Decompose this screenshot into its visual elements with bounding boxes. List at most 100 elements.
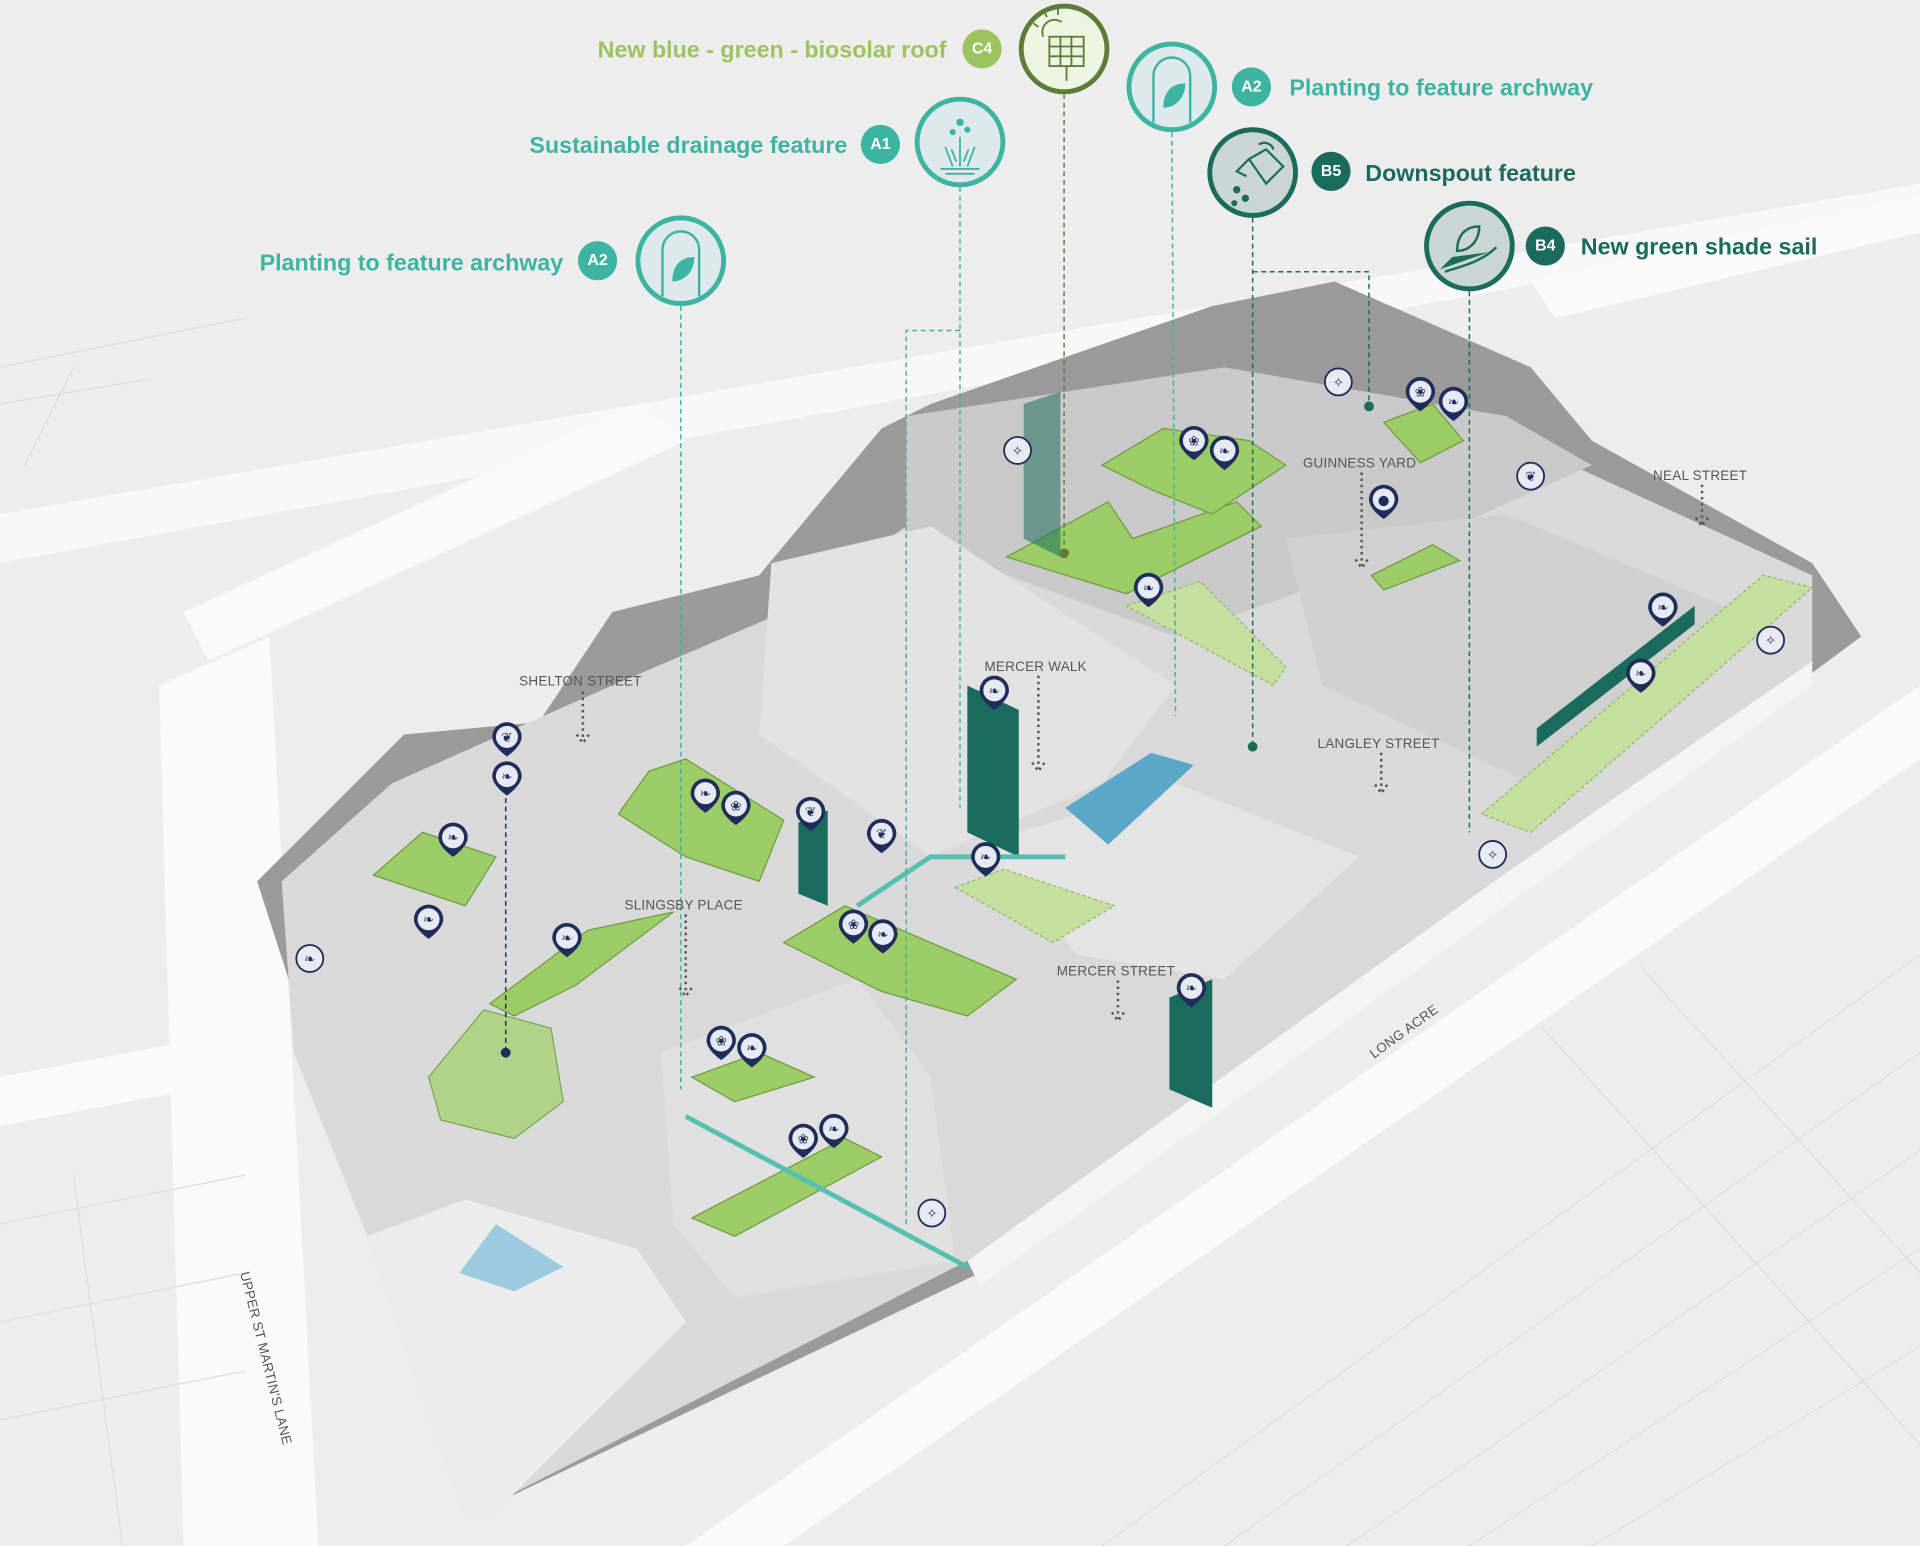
leader-b5-dot: [1364, 401, 1374, 412]
building-front-face: [1493, 660, 1813, 906]
svg-text:❧: ❧: [1635, 667, 1646, 682]
svg-text:❧: ❧: [877, 928, 888, 943]
swift-habitat-marker-icon: ✧: [1756, 625, 1785, 655]
svg-text:❀: ❀: [848, 918, 859, 933]
bee-habitat-pin-icon: ❀: [1405, 377, 1436, 412]
svg-text:❧: ❧: [746, 1042, 757, 1057]
green-roof: [372, 831, 497, 907]
svg-text:❦: ❦: [805, 805, 816, 820]
callout-c4[interactable]: New blue - green - biosolar roof C4: [598, 3, 1110, 95]
leader-b5-dot: [1247, 741, 1258, 752]
bat-habitat-marker-icon: ❦: [1516, 461, 1545, 491]
street-label-guinness-yard: GUINNESS YARD: [1303, 456, 1416, 471]
bird-habitat-pin-icon: ❧: [690, 778, 720, 813]
bird-habitat-pin-icon: ❧: [819, 1113, 849, 1149]
green-roof: [1370, 544, 1461, 591]
green-roofs: [372, 403, 1814, 1237]
street-band: [0, 1028, 258, 1127]
street-label-shelton: SHELTON STREET: [519, 673, 642, 688]
blue-green-path: [684, 1114, 969, 1270]
bird-habitat-marker-icon: ❧: [295, 944, 325, 973]
callout-label: New green shade sail: [1581, 234, 1818, 260]
callout-b4[interactable]: B4 New green shade sail: [1424, 200, 1818, 292]
svg-text:❀: ❀: [798, 1132, 809, 1147]
svg-text:❧: ❧: [1657, 601, 1668, 616]
leader-a1: [905, 187, 961, 1225]
building-block: [367, 1199, 686, 1518]
glass-roof: [459, 1224, 564, 1292]
archway-planting-icon: [1126, 41, 1218, 133]
svg-text:❧: ❧: [1219, 444, 1230, 459]
bat-habitat-pin-icon: ❦: [866, 818, 897, 854]
biosolar-roof-icon: [1018, 3, 1110, 95]
svg-text:❧: ❧: [501, 770, 512, 785]
bird-habitat-pin-icon: ❧: [1438, 386, 1469, 422]
tree-canopy: [427, 1009, 564, 1140]
svg-text:❧: ❧: [989, 684, 1000, 699]
bird-habitat-pin-icon: ❧: [413, 904, 444, 939]
green-roof: [690, 1137, 883, 1237]
callout-a2-right[interactable]: A2 Planting to feature archway: [1126, 41, 1593, 133]
green-roof: [1382, 403, 1465, 464]
badge-code: C4: [972, 40, 992, 57]
badge: [1311, 151, 1351, 191]
callout-leaders: [500, 94, 1471, 1225]
green-wall: [798, 810, 828, 906]
svg-text:❧: ❧: [423, 913, 434, 928]
street-label-langley: LANGLEY STREET: [1318, 736, 1440, 751]
svg-text:✧: ✧: [1765, 634, 1776, 649]
callout-label: Sustainable drainage feature: [529, 132, 847, 158]
svg-text:❧: ❧: [1186, 982, 1197, 997]
badge-code: B4: [1535, 238, 1555, 255]
badge: [860, 124, 900, 165]
callout-a1[interactable]: Sustainable drainage feature A1: [529, 96, 1006, 188]
svg-text:❧: ❧: [828, 1122, 839, 1137]
street-band: [183, 403, 686, 661]
svg-text:❀: ❀: [1415, 386, 1426, 401]
leader-tree-dot: [500, 1047, 511, 1058]
bird-habitat-pin-icon: ❧: [868, 919, 898, 954]
bird-habitat-pin-icon: ❧: [1133, 572, 1164, 608]
street-label-slingsby: SLINGSBY PLACE: [624, 897, 742, 912]
swift-habitat-marker-icon: ✧: [1323, 367, 1353, 397]
badge: [962, 29, 1002, 69]
green-roof: [1004, 501, 1263, 595]
badge: [577, 241, 618, 281]
callout-a2-left[interactable]: Planting to feature archway A2: [260, 215, 727, 307]
svg-text:❧: ❧: [1143, 581, 1154, 596]
svg-text:❀: ❀: [730, 799, 741, 814]
bird-habitat-pin-icon: ❧: [979, 675, 1009, 710]
callout-b5[interactable]: B5 Downspout feature: [1207, 127, 1576, 218]
callout-label: New blue - green - biosolar roof: [598, 37, 947, 63]
street-band: [1530, 195, 1920, 319]
water-feature: [1065, 752, 1194, 845]
svg-text:❀: ❀: [1188, 435, 1199, 450]
svg-text:❧: ❧: [1448, 395, 1459, 410]
badge-code: A2: [587, 252, 607, 269]
badge: [1231, 67, 1272, 107]
leader-a2-right: [1171, 132, 1177, 717]
svg-text:❧: ❧: [980, 851, 991, 866]
svg-text:●: ●: [1378, 493, 1390, 508]
svg-text:❦: ❦: [501, 731, 512, 746]
green-wall: [967, 685, 1019, 857]
drop-habitat-pin-icon: ●: [1368, 484, 1399, 520]
svg-text:✧: ✧: [926, 1207, 937, 1222]
bird-habitat-pin-icon: ❧: [552, 922, 582, 958]
green-roof: [1100, 427, 1287, 515]
svg-text:✧: ✧: [1333, 376, 1344, 391]
bird-habitat-pin-icon: ❧: [971, 842, 1001, 877]
bird-habitat-pin-icon: ❧: [492, 761, 522, 796]
bee-habitat-pin-icon: ❀: [706, 1025, 736, 1061]
svg-text:❧: ❧: [304, 952, 315, 967]
badge-code: B5: [1321, 163, 1341, 180]
green-wall: [1023, 391, 1061, 557]
bat-habitat-pin-icon: ❦: [492, 722, 522, 757]
green-roof: [782, 905, 1018, 1017]
watering-can-icon: [1207, 127, 1298, 218]
svg-text:✧: ✧: [1487, 848, 1498, 863]
street-label-mercer-street: MERCER STREET: [1057, 964, 1175, 979]
bird-habitat-pin-icon: ❧: [1626, 658, 1656, 693]
hatched-green-roof: [1480, 574, 1814, 834]
